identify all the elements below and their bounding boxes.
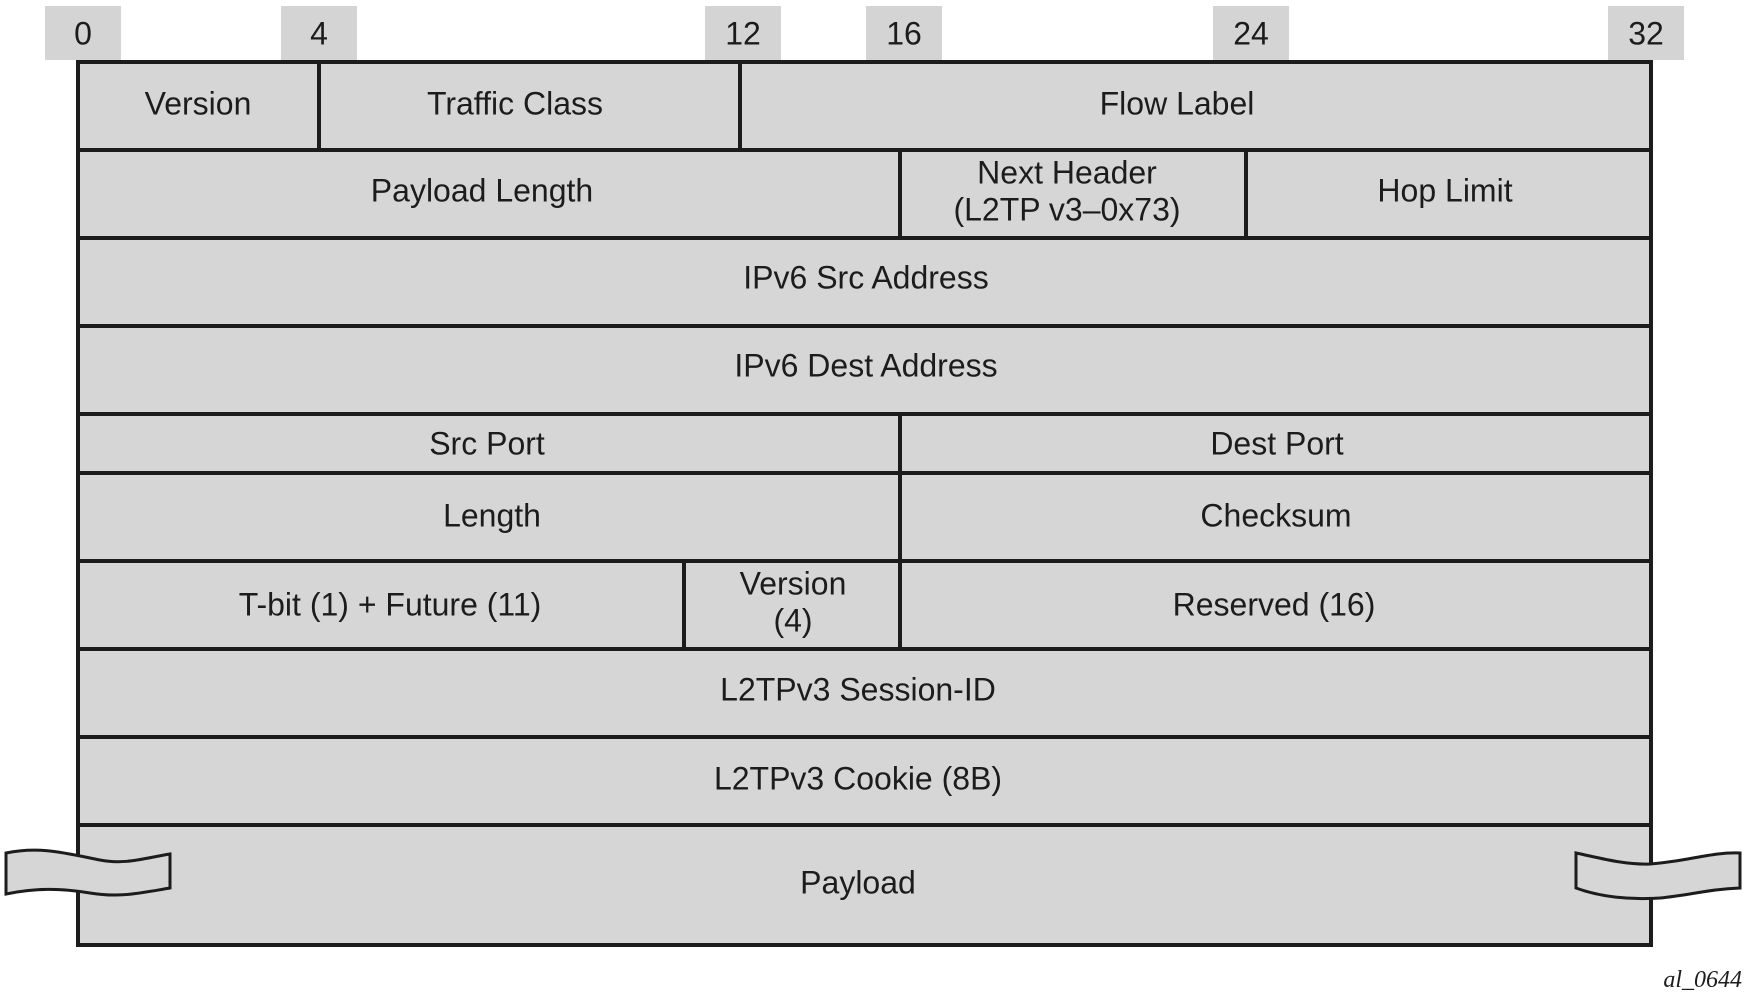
l2tpv3-cookie-field-label: L2TPv3 Cookie (8B)	[714, 760, 1002, 796]
t-bit-future-field	[76, 559, 686, 651]
left-break-wave-icon	[4, 848, 172, 897]
bit-tick-label: 4	[310, 15, 328, 51]
header-row-dest-address: IPv6 Dest Address	[76, 324, 1653, 416]
l2tpv3-session-id-field-label: L2TPv3 Session-ID	[720, 671, 996, 707]
dest-port-field-label: Dest Port	[1210, 425, 1343, 461]
checksum-field	[898, 471, 1653, 563]
l2tpv3-cookie-field	[76, 735, 1653, 827]
payload-field-label: Payload	[800, 864, 916, 900]
reserved-field-label: Reserved (16)	[1173, 586, 1376, 622]
header-row-ipv6-second-word: Payload Length Next Header (L2TP v3–0x73…	[76, 148, 1653, 240]
flow-label-field-label: Flow Label	[1100, 85, 1255, 121]
bit-tick-label: 24	[1233, 15, 1269, 51]
header-row-ipv6-first-word: Version Traffic Class Flow Label	[76, 60, 1653, 152]
bit-tick-label: 16	[886, 15, 922, 51]
bit-tick-label: 0	[74, 15, 92, 51]
bit-tick-box	[1608, 6, 1684, 60]
bit-tick-box	[281, 6, 357, 60]
bit-tick-box	[1213, 6, 1289, 60]
version-field-label: Version	[145, 85, 252, 121]
header-row-src-address: IPv6 Src Address	[76, 236, 1653, 328]
traffic-class-field-label: Traffic Class	[427, 85, 603, 121]
bit-tick-box	[705, 6, 781, 60]
ipv6-src-address-field	[76, 236, 1653, 328]
hop-limit-field-label: Hop Limit	[1377, 172, 1512, 208]
payload-length-field	[76, 148, 902, 240]
bit-tick-box	[45, 6, 121, 60]
ipv6-dest-address-field-label: IPv6 Dest Address	[734, 347, 997, 383]
figure-id: al_0644	[1663, 967, 1742, 993]
bit-ruler: 0 4 12 16 24 32	[45, 6, 1684, 60]
reserved-field	[898, 559, 1653, 651]
header-row-length-checksum: Length Checksum	[76, 471, 1653, 563]
payload-row: Payload	[4, 823, 1742, 947]
header-row-session-id: L2TPv3 Session-ID	[76, 647, 1653, 739]
bit-tick-label: 12	[725, 15, 761, 51]
t-bit-future-field-label: T-bit (1) + Future (11)	[239, 586, 542, 622]
length-field-label: Length	[443, 497, 541, 533]
l2tp-version-field-label-line1: Version	[740, 565, 847, 601]
ipv6-src-address-field-label: IPv6 Src Address	[743, 259, 988, 295]
ipv6-dest-address-field	[76, 324, 1653, 416]
flow-label-field	[738, 60, 1653, 152]
right-break-wave-icon	[1574, 851, 1742, 901]
next-header-field-label-line2: (L2TP v3–0x73)	[953, 191, 1180, 227]
bit-tick-box	[866, 6, 942, 60]
next-header-field-label-line1: Next Header	[977, 154, 1157, 190]
l2tpv3-session-id-field	[76, 647, 1653, 739]
l2tp-version-field-label-line2: (4)	[773, 602, 812, 638]
header-row-cookie: L2TPv3 Cookie (8B)	[76, 735, 1653, 827]
header-row-ports: Src Port Dest Port	[76, 412, 1653, 475]
checksum-field-label: Checksum	[1200, 497, 1351, 533]
src-port-field-label: Src Port	[429, 425, 545, 461]
payload-length-field-label: Payload Length	[371, 172, 593, 208]
hop-limit-field	[1244, 148, 1653, 240]
header-row-l2tp-flags: T-bit (1) + Future (11) Version (4) Rese…	[76, 559, 1653, 651]
bit-tick-label: 32	[1628, 15, 1664, 51]
traffic-class-field	[317, 60, 742, 152]
